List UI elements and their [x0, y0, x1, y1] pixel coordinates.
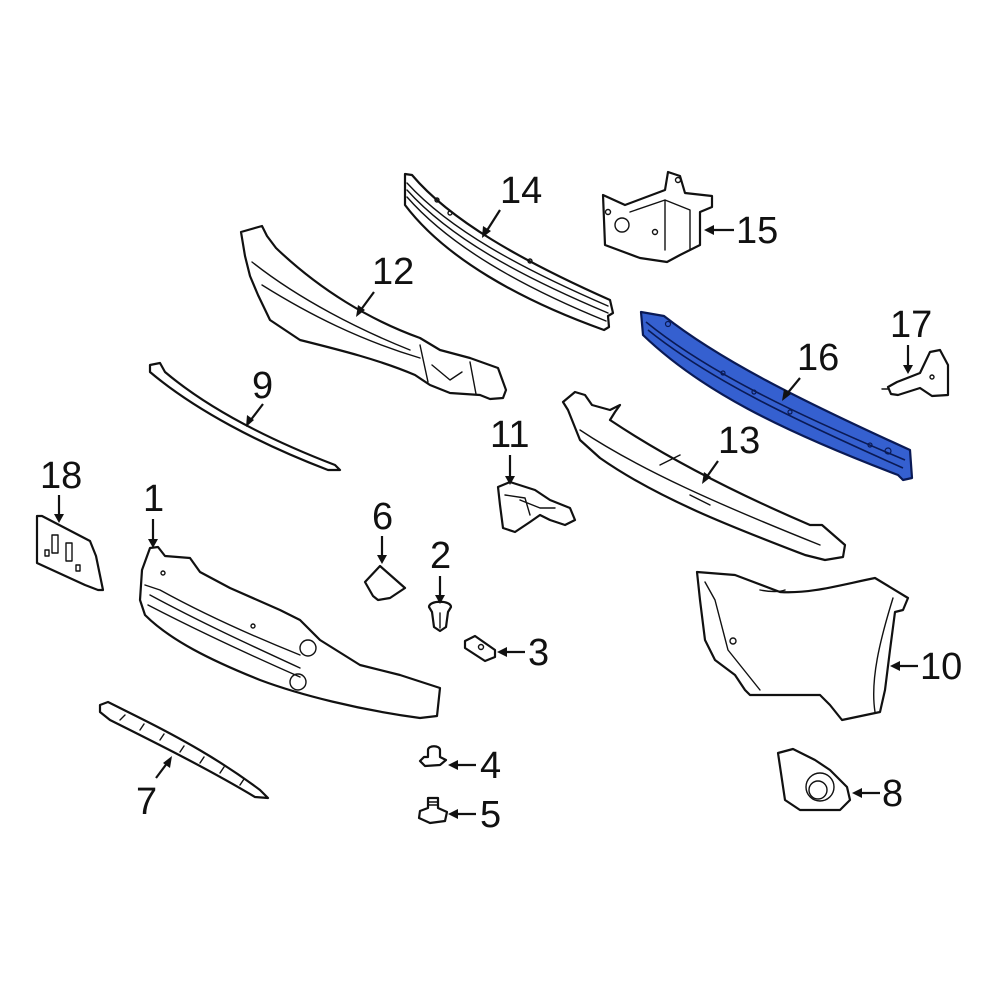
callout-label-11: 11	[490, 414, 529, 456]
callout-label-8: 8	[882, 773, 903, 815]
callout-label-18: 18	[40, 455, 82, 497]
callout-label-7: 7	[136, 781, 157, 823]
part-8-fog-lamp-bezel[interactable]	[776, 747, 852, 812]
callout-label-17: 17	[890, 304, 932, 346]
part-10-side-bracket-panel[interactable]	[695, 570, 910, 722]
callout-18: 18	[40, 455, 82, 523]
callout-label-10: 10	[920, 646, 962, 688]
callout-11: 11	[490, 414, 529, 485]
part-4-grommet-nut[interactable]	[418, 745, 448, 768]
part-1-bumper-cover[interactable]	[138, 545, 442, 720]
callout-4: 4	[448, 745, 501, 787]
part-7-lower-molding[interactable]	[98, 700, 270, 800]
callout-10: 10	[890, 646, 962, 688]
callout-label-2: 2	[430, 535, 451, 577]
callout-6: 6	[372, 496, 393, 564]
callout-8: 8	[852, 773, 903, 815]
callout-label-5: 5	[480, 794, 501, 836]
part-12-upper-energy-absorber[interactable]	[239, 224, 508, 401]
callout-9: 9	[246, 365, 273, 427]
callout-2: 2	[430, 535, 451, 604]
part-14-upper-reinforcement-bar[interactable]	[403, 172, 615, 332]
callout-17: 17	[890, 304, 932, 374]
part-18-license-plate-bracket[interactable]	[35, 514, 105, 592]
callout-label-12: 12	[372, 251, 414, 293]
callout-label-1: 1	[143, 478, 164, 520]
part-6-tow-hook-cover[interactable]	[363, 564, 407, 602]
callout-1: 1	[143, 478, 164, 548]
callout-label-4: 4	[480, 745, 501, 787]
callout-5: 5	[448, 794, 501, 836]
part-3-retainer-nut[interactable]	[463, 634, 497, 663]
callout-label-15: 15	[736, 210, 778, 252]
callout-15: 15	[704, 210, 778, 252]
part-15-mounting-bracket[interactable]	[601, 170, 714, 264]
part-11-side-retainer-bracket[interactable]	[496, 480, 577, 534]
callout-label-3: 3	[528, 632, 549, 674]
part-16-impact-reinforcement-bar[interactable]	[639, 310, 914, 482]
callout-label-13: 13	[718, 420, 760, 462]
part-2-push-clip[interactable]	[427, 600, 453, 633]
callout-12: 12	[356, 251, 414, 317]
callout-16: 16	[782, 337, 839, 401]
callout-7: 7	[136, 756, 172, 823]
callout-label-6: 6	[372, 496, 393, 538]
callout-13: 13	[702, 420, 760, 484]
part-5-flange-bolt[interactable]	[417, 796, 449, 825]
callout-label-9: 9	[252, 365, 273, 407]
callout-label-16: 16	[797, 337, 839, 379]
part-17-support-stay[interactable]	[881, 348, 950, 398]
callout-14: 14	[482, 170, 542, 238]
callout-3: 3	[497, 632, 549, 674]
callout-label-14: 14	[500, 170, 542, 212]
part-9-upper-molding-strip[interactable]	[148, 361, 342, 472]
